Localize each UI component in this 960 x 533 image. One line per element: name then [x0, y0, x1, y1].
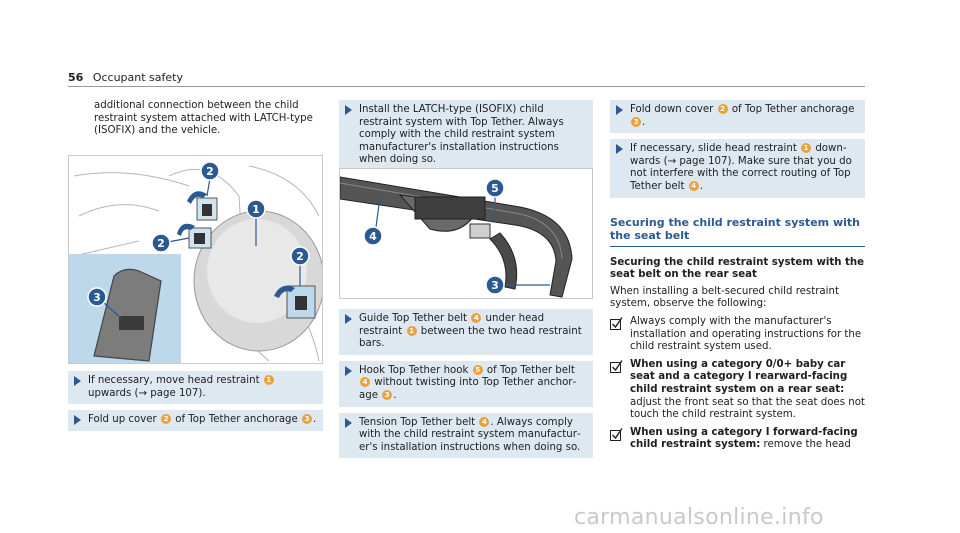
- callout-circle: [200, 161, 220, 181]
- col1-intro: additional connection between the child …: [94, 100, 324, 138]
- col1-steps: If necessary, move head restraint 1 upwa…: [68, 371, 323, 431]
- callout-number: 1: [801, 143, 812, 154]
- callout-number: 4: [688, 180, 699, 191]
- callout-circle: [363, 226, 383, 246]
- callout-number: 2: [717, 104, 728, 114]
- callout-circle: [485, 178, 505, 198]
- seat-illustration: 2 1 2 2 3: [69, 161, 322, 363]
- step-arrow-icon: [345, 314, 352, 324]
- tether-illustration: 4 5 3: [340, 176, 573, 298]
- step-arrow-icon: [345, 417, 352, 428]
- page-header: 56 Occupant safety: [68, 71, 183, 84]
- callout-circle: [246, 199, 266, 219]
- col2-top: Install the LATCH-type (ISOFIX) child re…: [339, 100, 593, 171]
- checklist-item: When using a category I forward-facing c…: [610, 427, 865, 452]
- checklist-item: Always comply with the manufacturer's in…: [610, 316, 865, 354]
- callout-number: 3: [302, 414, 313, 425]
- subsection-heading: Securing the child restraint system with…: [610, 256, 865, 281]
- checkbox-check-icon: [610, 427, 623, 446]
- step-fold-down-cover: Fold down cover 2 of Top Tether anchorag…: [610, 100, 865, 134]
- step-arrow-icon: [616, 144, 623, 155]
- step-tension-belt: Tension Top Tether belt 4. Always comply…: [339, 412, 593, 459]
- callout-label: 2: [157, 237, 165, 250]
- callout-number: 1: [263, 375, 274, 385]
- page-number: 56: [68, 71, 84, 84]
- checkbox-check-icon: [610, 317, 623, 335]
- step-arrow-icon: [74, 415, 81, 426]
- figure-callouts: 2 1 2 2 3: [87, 161, 310, 319]
- callout-label: 2: [206, 165, 214, 178]
- step-install-latch: Install the LATCH-type (ISOFIX) child re…: [339, 100, 593, 171]
- callout-number: 5: [472, 364, 483, 375]
- callout-circle: [87, 287, 107, 307]
- callout-number: 3: [631, 116, 641, 127]
- intro-text: additional connection between the child …: [94, 100, 313, 137]
- step-arrow-icon: [345, 365, 352, 376]
- section-heading: Securing the child restraint system with…: [610, 215, 860, 242]
- body-paragraph: When installing a belt-secured child res…: [610, 285, 839, 310]
- step-arrow-icon: [74, 376, 81, 386]
- step-guide-belt: Guide Top Tether belt 4 under head restr…: [339, 309, 593, 355]
- step-arrow-icon: [345, 105, 352, 115]
- header-rule: [68, 86, 865, 87]
- step-slide-headrest: If necessary, slide head restraint 1 dow…: [610, 139, 865, 198]
- callout-circle: [290, 246, 310, 266]
- callout-label: 4: [369, 230, 377, 243]
- section-name: Occupant safety: [92, 71, 183, 84]
- checklist-item: When using a category 0/0+ baby car seat…: [610, 359, 865, 422]
- callout-label: 5: [491, 182, 499, 195]
- callout-circle: [485, 275, 505, 295]
- checkbox-check-icon: [610, 359, 623, 378]
- section-rule: [610, 245, 865, 247]
- callout-number: 2: [161, 414, 171, 425]
- callout-circle: [151, 233, 171, 253]
- col3: Fold down cover 2 of Top Tether anchorag…: [610, 100, 865, 452]
- callout-number: 3: [382, 389, 393, 400]
- callout-label: 1: [252, 203, 260, 216]
- watermark-text: carmanualsonline.info: [574, 505, 824, 530]
- callout-label: 2: [296, 250, 304, 263]
- figure-callouts: 4 5 3: [363, 178, 550, 295]
- figure-seat-headrest: 2 1 2 2 3: [68, 155, 323, 364]
- callout-label: 3: [93, 291, 101, 304]
- callout-number: 4: [471, 313, 482, 323]
- step-arrow-icon: [616, 105, 623, 115]
- callout-number: 1: [406, 325, 417, 336]
- figure-top-tether: 4 5 3: [339, 168, 593, 299]
- callout-number: 4: [479, 416, 490, 427]
- step-fold-up-cover: Fold up cover 2 of Top Tether anchorage …: [68, 410, 323, 431]
- step-move-headrest: If necessary, move head restraint 1 upwa…: [68, 371, 323, 405]
- step-hook-tether: Hook Top Tether hook 5 of Top Tether bel…: [339, 360, 593, 407]
- callout-number: 4: [360, 377, 370, 388]
- col2-steps: Guide Top Tether belt 4 under head restr…: [339, 309, 593, 459]
- callout-label: 3: [491, 279, 499, 292]
